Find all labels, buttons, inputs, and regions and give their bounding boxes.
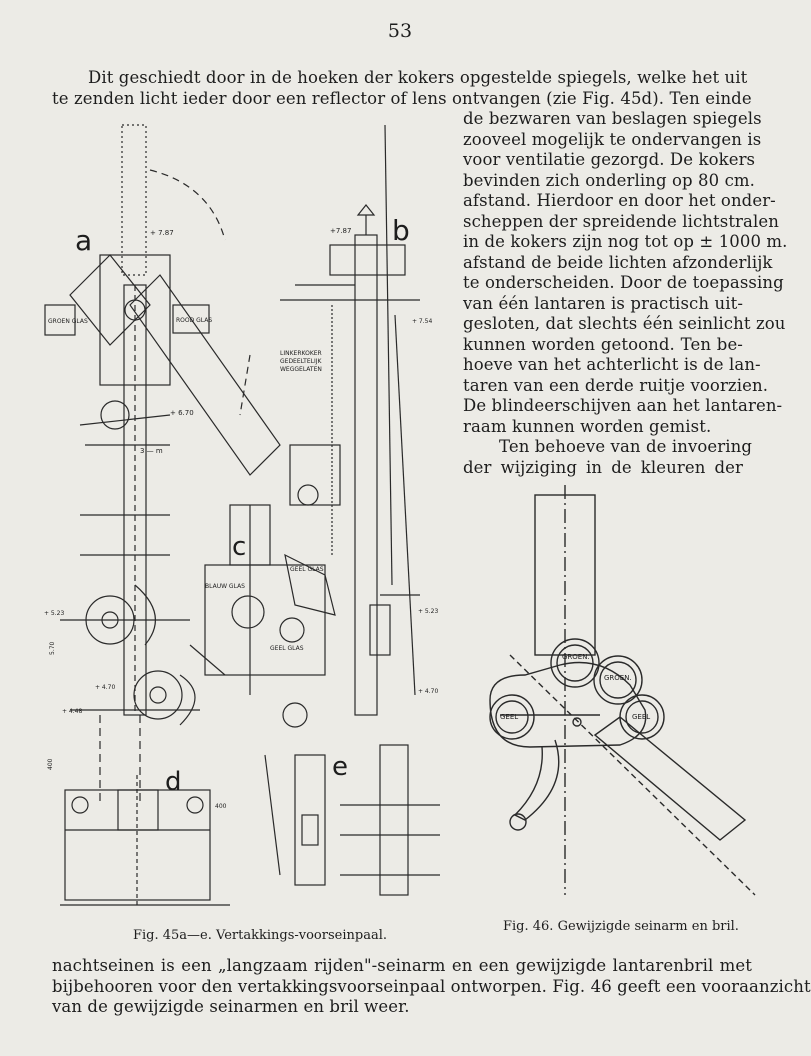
dim-470-b: + 4.70 (418, 688, 438, 695)
dim-754: + 7.54 (412, 318, 432, 325)
text-line: de bezwaren van beslagen spiegels (463, 109, 762, 128)
text-line: van één lantaren is practisch uit- (463, 293, 743, 313)
figure-45d (60, 775, 230, 906)
label-geel-glas-2: GEEL GLAS (270, 645, 304, 652)
text-line: bevinden zich onderling op 80 cm. (463, 170, 756, 190)
text-line: Ten behoeve van de invoering (499, 437, 753, 456)
dim-3m: 3 — m (140, 447, 163, 455)
text-line: raam kunnen worden gemist. (463, 416, 712, 436)
label-letter-c: c (232, 532, 246, 562)
dim-570: 5.70 (49, 641, 56, 655)
text-line: in de kokers zijn nog tot op ± 1000 m. (463, 232, 788, 251)
text-line: voor ventilatie gezorgd. De kokers (463, 150, 756, 169)
dim-470: + 4.70 (95, 684, 115, 691)
caption-figure-45: Fig. 45a—e. Vertakkings-voorseinpaal. (133, 928, 387, 943)
paragraph-right: de bezwaren van beslagen spiegels zoovee… (463, 109, 788, 478)
text-line: te onderscheiden. Door de toepassing (463, 273, 784, 292)
text-line: kunnen worden getoond. Ten be- (463, 334, 743, 354)
text-line: afstand de beide lichten afzonderlijk (463, 252, 773, 272)
label-geel-2: GEEL (632, 713, 651, 721)
text-line: De blindeerschijven aan het lantaren- (463, 396, 783, 415)
text-line: Dit geschiedt door in de hoeken der koke… (88, 68, 748, 87)
label-geel-glas-1: GEEL GLAS (290, 566, 324, 573)
dim-523-b: + 5.23 (418, 608, 438, 615)
dim-400-a: 400 (47, 758, 54, 770)
label-groen-2: GROEN. (604, 674, 632, 682)
text-line: gesloten, dat slechts één seinlicht zou (463, 314, 786, 333)
text-line: der wijziging in de kleuren der (463, 457, 743, 477)
label-letter-d: d (165, 767, 182, 797)
label-letter-e: e (332, 752, 348, 782)
label-geel-1: GEEL (500, 713, 519, 721)
text-line: hoeve van het achterlicht is de lan- (463, 355, 761, 374)
paragraph-top: Dit geschiedt door in de hoeken der koke… (52, 68, 752, 109)
label-rood-glas: ROOD GLAS (176, 317, 212, 324)
dim-670: + 6.70 (170, 409, 194, 417)
figure-45c (189, 504, 336, 728)
dim-787-a: + 7.87 (150, 229, 174, 237)
label-linkerkoker: LINKERKOKER (280, 350, 322, 357)
label-gedeeltelijk: GEDEELTELIJK (280, 358, 322, 365)
caption-figure-46: Fig. 46. Gewijzigde seinarm en bril. (503, 919, 739, 934)
text-line: nachtseinen is een „langzaam rijden"-sei… (52, 956, 752, 975)
figure-45-drawing: a GROEN GLAS ROOD GLAS + 7.87 + 6.70 3 —… (44, 124, 440, 906)
text-line: te zenden licht ieder door een reflector… (52, 88, 752, 108)
label-letter-a: a (75, 224, 92, 257)
label-groen-glas: GROEN GLAS (48, 318, 88, 325)
text-line: afstand. Hierdoor en door het onder- (463, 191, 776, 210)
label-groen-1: GROEN. (562, 653, 590, 661)
figure-46-drawing (489, 485, 756, 896)
text-line: bijbehooren voor den vertakkingsvoorsein… (52, 976, 811, 996)
label-blauw-glas: BLAUW GLAS (205, 583, 245, 590)
text-line: zooveel mogelijk te ondervangen is (463, 129, 762, 149)
text-line: van de gewijzigde seinarmen en bril weer… (52, 997, 410, 1016)
text-line: scheppen der spreidende lichtstralen (463, 211, 779, 231)
label-weggelaten: WEGGELATEN (280, 366, 322, 373)
dim-400-b: 400 (215, 803, 227, 810)
dim-787-b: +7.87 (330, 227, 351, 235)
dim-448: + 4.48 (62, 708, 82, 715)
text-line: taren van een derde ruitje voorzien. (463, 375, 769, 395)
label-letter-b: b (392, 214, 410, 247)
dim-523: + 5.23 (44, 610, 64, 617)
figure-45a (44, 124, 281, 805)
figure-45b (280, 124, 420, 716)
figure-45e (264, 744, 440, 896)
paragraph-bottom: nachtseinen is een „langzaam rijden"-sei… (52, 956, 811, 1018)
page-number: 53 (387, 20, 413, 42)
